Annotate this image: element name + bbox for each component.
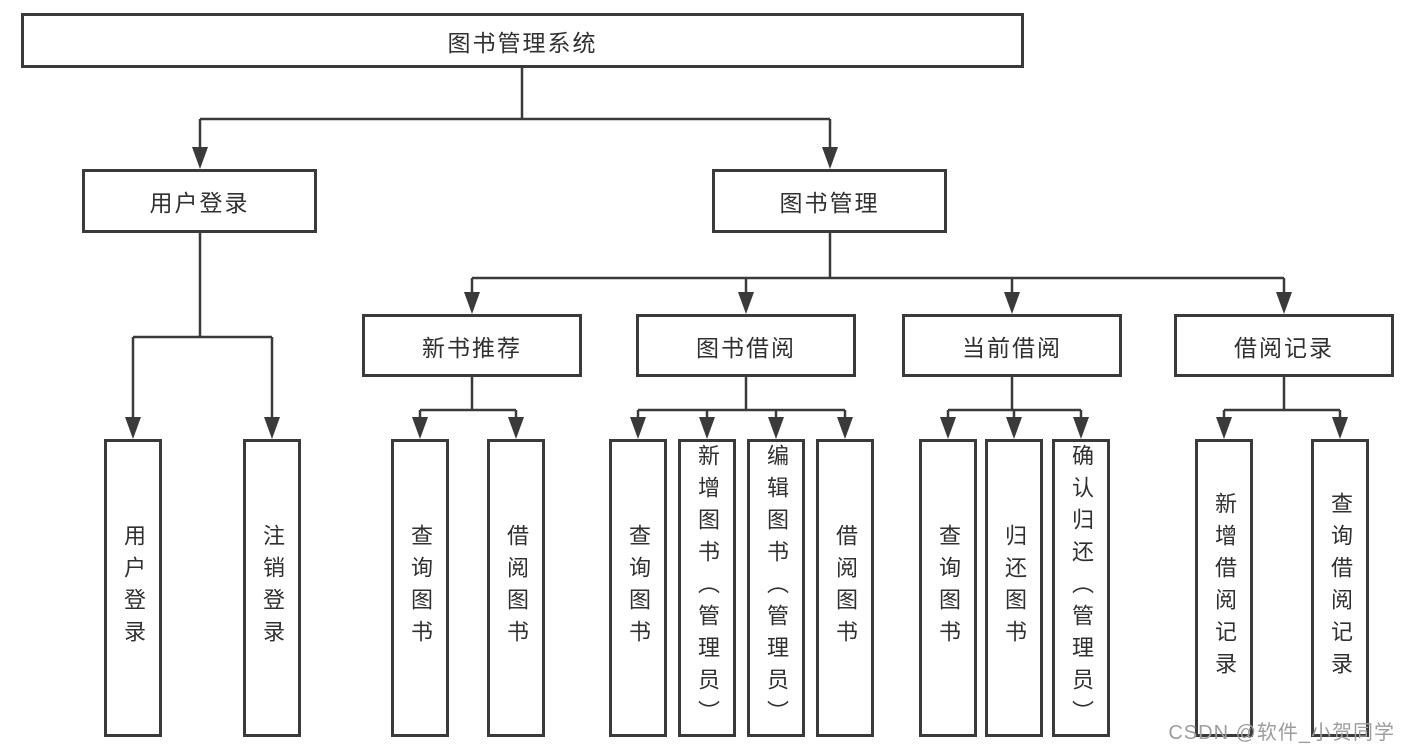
node-leaf-logout: 注销登录 (243, 439, 301, 737)
node-leaf-logout-label: 注销登录 (260, 524, 285, 652)
connector-user-login-to-leaves (125, 233, 280, 439)
node-leaf-br-query-label: 查询借阅记录 (1328, 492, 1353, 684)
node-leaf-br-query: 查询借阅记录 (1311, 439, 1369, 737)
node-borrow-records-label: 借阅记录 (1234, 334, 1334, 361)
connector-book-mgmt-to-level3 (464, 233, 1292, 314)
node-book-mgmt-label: 图书管理 (779, 190, 880, 216)
node-leaf-bb-edit: 编辑图书（管理员） (747, 439, 805, 737)
node-leaf-nb-borrow: 借阅图书 (487, 439, 545, 737)
connector-current-borrow-to-leaves (940, 377, 1089, 439)
node-current-borrow: 当前借阅 (902, 314, 1122, 377)
node-book-borrow: 图书借阅 (636, 314, 856, 377)
node-borrow-records: 借阅记录 (1174, 314, 1394, 377)
node-leaf-bb-query: 查询图书 (609, 439, 667, 737)
connector-borrow-records-to-leaves (1216, 377, 1348, 439)
connector-new-books-to-leaves (412, 377, 524, 439)
node-root-label: 图书管理系统 (447, 29, 598, 56)
node-book-mgmt: 图书管理 (712, 169, 947, 233)
node-user-login: 用户登录 (82, 169, 317, 233)
node-leaf-bb-add-label: 新增图书（管理员） (695, 444, 720, 732)
node-leaf-bb-query-label: 查询图书 (626, 524, 651, 652)
node-leaf-cb-query-label: 查询图书 (936, 524, 961, 652)
connector-book-borrow-to-leaves (630, 377, 853, 439)
node-root: 图书管理系统 (21, 13, 1024, 68)
node-leaf-bb-edit-label: 编辑图书（管理员） (764, 444, 789, 732)
node-leaf-user-login-label: 用户登录 (121, 524, 146, 652)
node-leaf-cb-return-label: 归还图书 (1002, 524, 1027, 652)
csdn-watermark: CSDN @软件_小贺同学 (1168, 722, 1395, 744)
node-current-borrow-label: 当前借阅 (962, 334, 1062, 361)
node-leaf-cb-confirm-label: 确认归还（管理员） (1069, 444, 1094, 732)
node-user-login-label: 用户登录 (149, 190, 250, 216)
node-leaf-cb-query: 查询图书 (919, 439, 977, 737)
node-new-books: 新书推荐 (362, 314, 582, 377)
node-leaf-nb-borrow-label: 借阅图书 (504, 524, 529, 652)
node-leaf-nb-query: 查询图书 (391, 439, 449, 737)
node-book-borrow-label: 图书借阅 (696, 334, 796, 361)
node-leaf-cb-confirm: 确认归还（管理员） (1052, 439, 1110, 737)
node-leaf-br-add-label: 新增借阅记录 (1212, 492, 1237, 684)
node-leaf-nb-query-label: 查询图书 (408, 524, 433, 652)
node-leaf-br-add: 新增借阅记录 (1195, 439, 1253, 737)
node-leaf-bb-borrow-label: 借阅图书 (833, 524, 858, 652)
node-leaf-bb-add: 新增图书（管理员） (678, 439, 736, 737)
node-leaf-cb-return: 归还图书 (985, 439, 1043, 737)
node-leaf-bb-borrow: 借阅图书 (816, 439, 874, 737)
node-leaf-user-login: 用户登录 (104, 439, 162, 737)
connector-root-to-level2 (192, 68, 838, 169)
node-new-books-label: 新书推荐 (422, 334, 522, 361)
